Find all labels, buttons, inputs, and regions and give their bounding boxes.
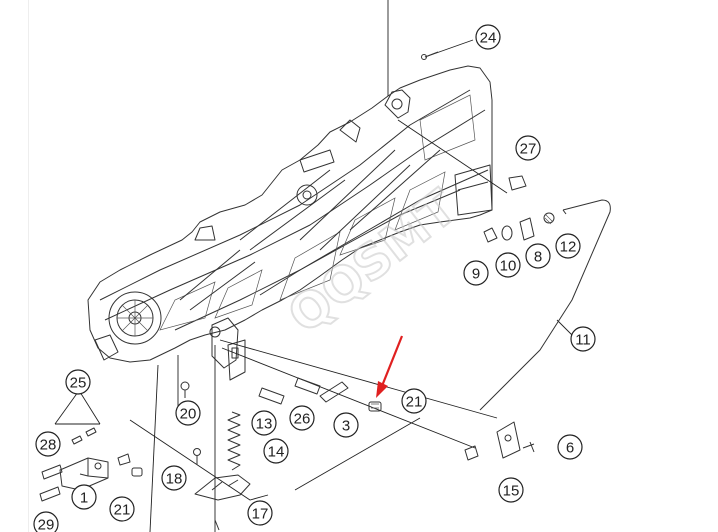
callout-label: 21 <box>114 502 131 519</box>
part-callouts: 24 27 9 10 8 12 11 25 20 13 26 3 21 6 28 14 18 15 1 21 17 29 <box>33 24 596 532</box>
callout-21: 21 <box>109 496 135 522</box>
callout-label: 6 <box>566 440 574 457</box>
callout-1: 1 <box>71 484 97 510</box>
callout-circle <box>247 500 273 526</box>
callout-circle <box>495 252 521 278</box>
callout-label: 29 <box>38 517 55 532</box>
callout-circle <box>570 326 596 352</box>
callout-label: 8 <box>534 249 542 266</box>
callout-26: 26 <box>289 405 315 431</box>
callout-9: 9 <box>463 260 489 286</box>
callout-29: 29 <box>33 511 59 532</box>
callout-circle <box>71 484 97 510</box>
callout-label: 15 <box>503 483 520 500</box>
callout-label: 13 <box>256 416 273 433</box>
callout-circle <box>33 511 59 532</box>
callout-label: 25 <box>70 375 87 392</box>
callout-label: 26 <box>294 411 311 428</box>
callout-circle <box>557 434 583 460</box>
callout-circle <box>175 400 201 426</box>
callout-24: 24 <box>475 24 501 50</box>
callout-label: 11 <box>575 332 591 349</box>
callout-circle <box>65 369 91 395</box>
callout-label: 18 <box>166 471 183 488</box>
callout-12: 12 <box>555 233 581 259</box>
callout-label: 27 <box>520 141 537 158</box>
callout-circle <box>401 388 427 414</box>
callout-15: 15 <box>498 477 524 503</box>
callout-3: 3 <box>333 412 359 438</box>
callout-label: 24 <box>480 30 497 47</box>
callout-circle <box>525 243 551 269</box>
callout-circle <box>109 496 135 522</box>
callout-circle <box>333 412 359 438</box>
highlight-arrow <box>376 335 404 398</box>
callout-label: 28 <box>40 437 57 454</box>
callout-circle <box>35 431 61 457</box>
callout-20: 20 <box>175 400 201 426</box>
callout-circle <box>498 477 524 503</box>
callout-10: 10 <box>495 252 521 278</box>
loose-parts <box>39 51 611 531</box>
callout-18: 18 <box>161 465 187 491</box>
callout-label: 9 <box>472 266 480 283</box>
callout-circle <box>555 233 581 259</box>
callout-11: 11 <box>570 326 596 352</box>
callout-27: 27 <box>515 135 541 161</box>
callout-circle <box>161 465 187 491</box>
callout-21: 21 <box>401 388 427 414</box>
callout-circle <box>263 438 289 464</box>
callout-label: 12 <box>560 239 577 256</box>
callout-circle <box>289 405 315 431</box>
callout-28: 28 <box>35 431 61 457</box>
callout-circle <box>515 135 541 161</box>
callout-label: 17 <box>252 506 269 523</box>
callout-label: 3 <box>342 418 350 435</box>
callout-17: 17 <box>247 500 273 526</box>
callout-6: 6 <box>557 434 583 460</box>
callout-13: 13 <box>251 410 277 436</box>
callout-label: 10 <box>500 258 517 275</box>
callout-14: 14 <box>263 438 289 464</box>
callout-8: 8 <box>525 243 551 269</box>
feeder-body <box>87 65 493 381</box>
callout-circle <box>251 410 277 436</box>
callout-label: 14 <box>268 444 285 461</box>
callout-circle <box>475 24 501 50</box>
callout-label: 20 <box>180 406 197 423</box>
leader-lines <box>54 0 576 532</box>
callout-label: 21 <box>406 394 423 411</box>
callout-circle <box>463 260 489 286</box>
callout-label: 1 <box>80 490 88 507</box>
callout-25: 25 <box>65 369 91 395</box>
